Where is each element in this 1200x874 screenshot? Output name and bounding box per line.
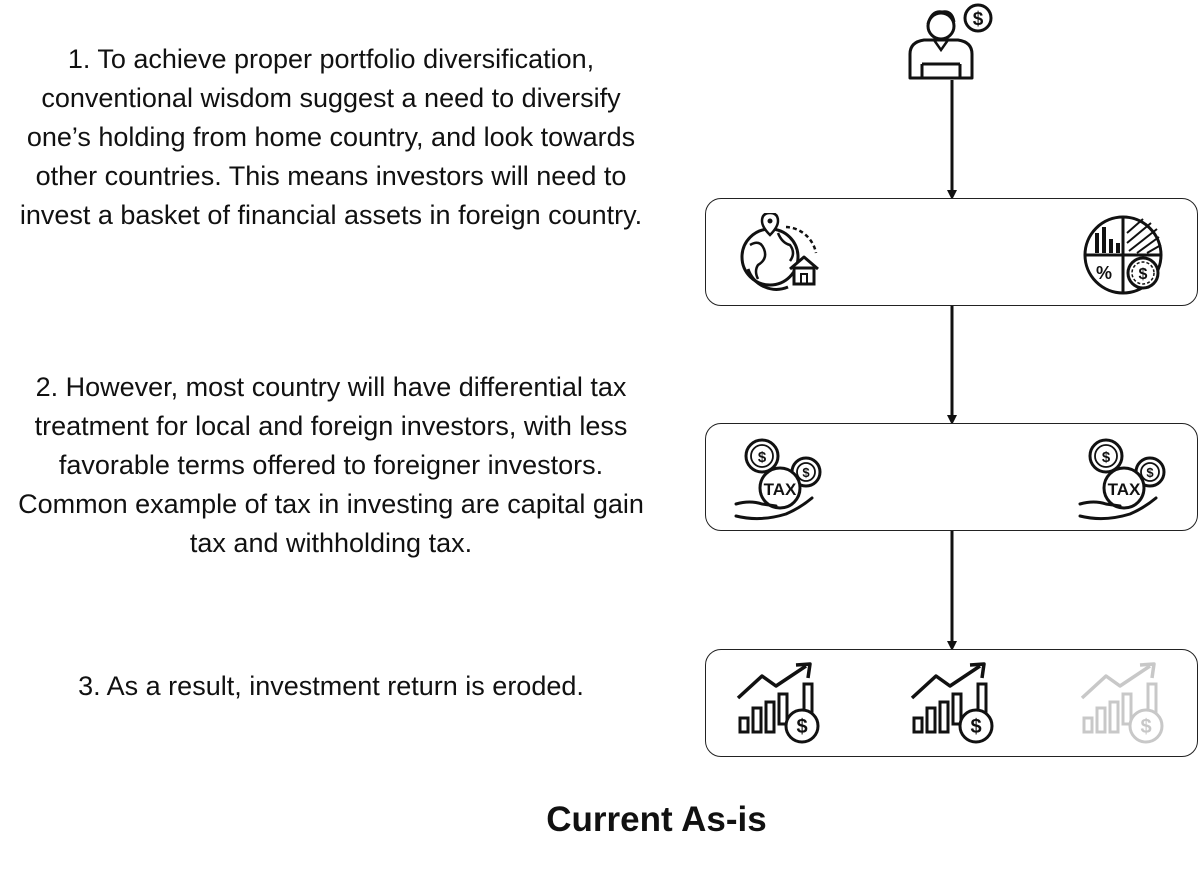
investor-dollar-icon: $: [908, 3, 993, 80]
step-1-text: 1. To achieve proper portfolio diversifi…: [19, 44, 643, 230]
globe-location-home-icon: [740, 213, 819, 291]
growth-chart-dollar-faded-icon: $: [1080, 662, 1164, 744]
flow-box-tax-treatment: $ $ TAX $ $ TAX: [705, 423, 1198, 531]
growth-dollar-2: $: [970, 716, 981, 738]
tax-label-right: TAX: [1108, 480, 1141, 499]
tax-coin-left-dollar: $: [758, 449, 767, 466]
tax-label-left: TAX: [764, 480, 797, 499]
tax-coin-left-dollar-2: $: [1102, 449, 1111, 466]
growth-chart-dollar-icon: $: [910, 662, 994, 744]
tax-coins-hand-icon: $ $ TAX: [1078, 438, 1166, 521]
flow-box-diversification: % $: [705, 198, 1198, 306]
growth-dollar-3: $: [1140, 716, 1151, 738]
portfolio-dollar-symbol: $: [1139, 266, 1148, 283]
tax-coin-right-dollar-2: $: [1146, 465, 1154, 480]
portfolio-percent-symbol: %: [1096, 263, 1112, 283]
flow-box-investment-return: $ $ $: [705, 649, 1198, 757]
step-2-text: 2. However, most country will have diffe…: [18, 372, 644, 558]
growth-chart-dollar-icon: $: [736, 662, 820, 744]
tax-coin-right-dollar: $: [802, 465, 810, 480]
diagram-caption: Current As-is: [546, 800, 767, 839]
investor-dollar-symbol: $: [973, 9, 984, 30]
tax-coins-hand-icon: $ $ TAX: [734, 438, 822, 521]
step-3-text: 3. As a result, investment return is ero…: [78, 671, 584, 701]
growth-dollar-1: $: [796, 716, 807, 738]
portfolio-pie-chart-icon: % $: [1083, 215, 1163, 295]
